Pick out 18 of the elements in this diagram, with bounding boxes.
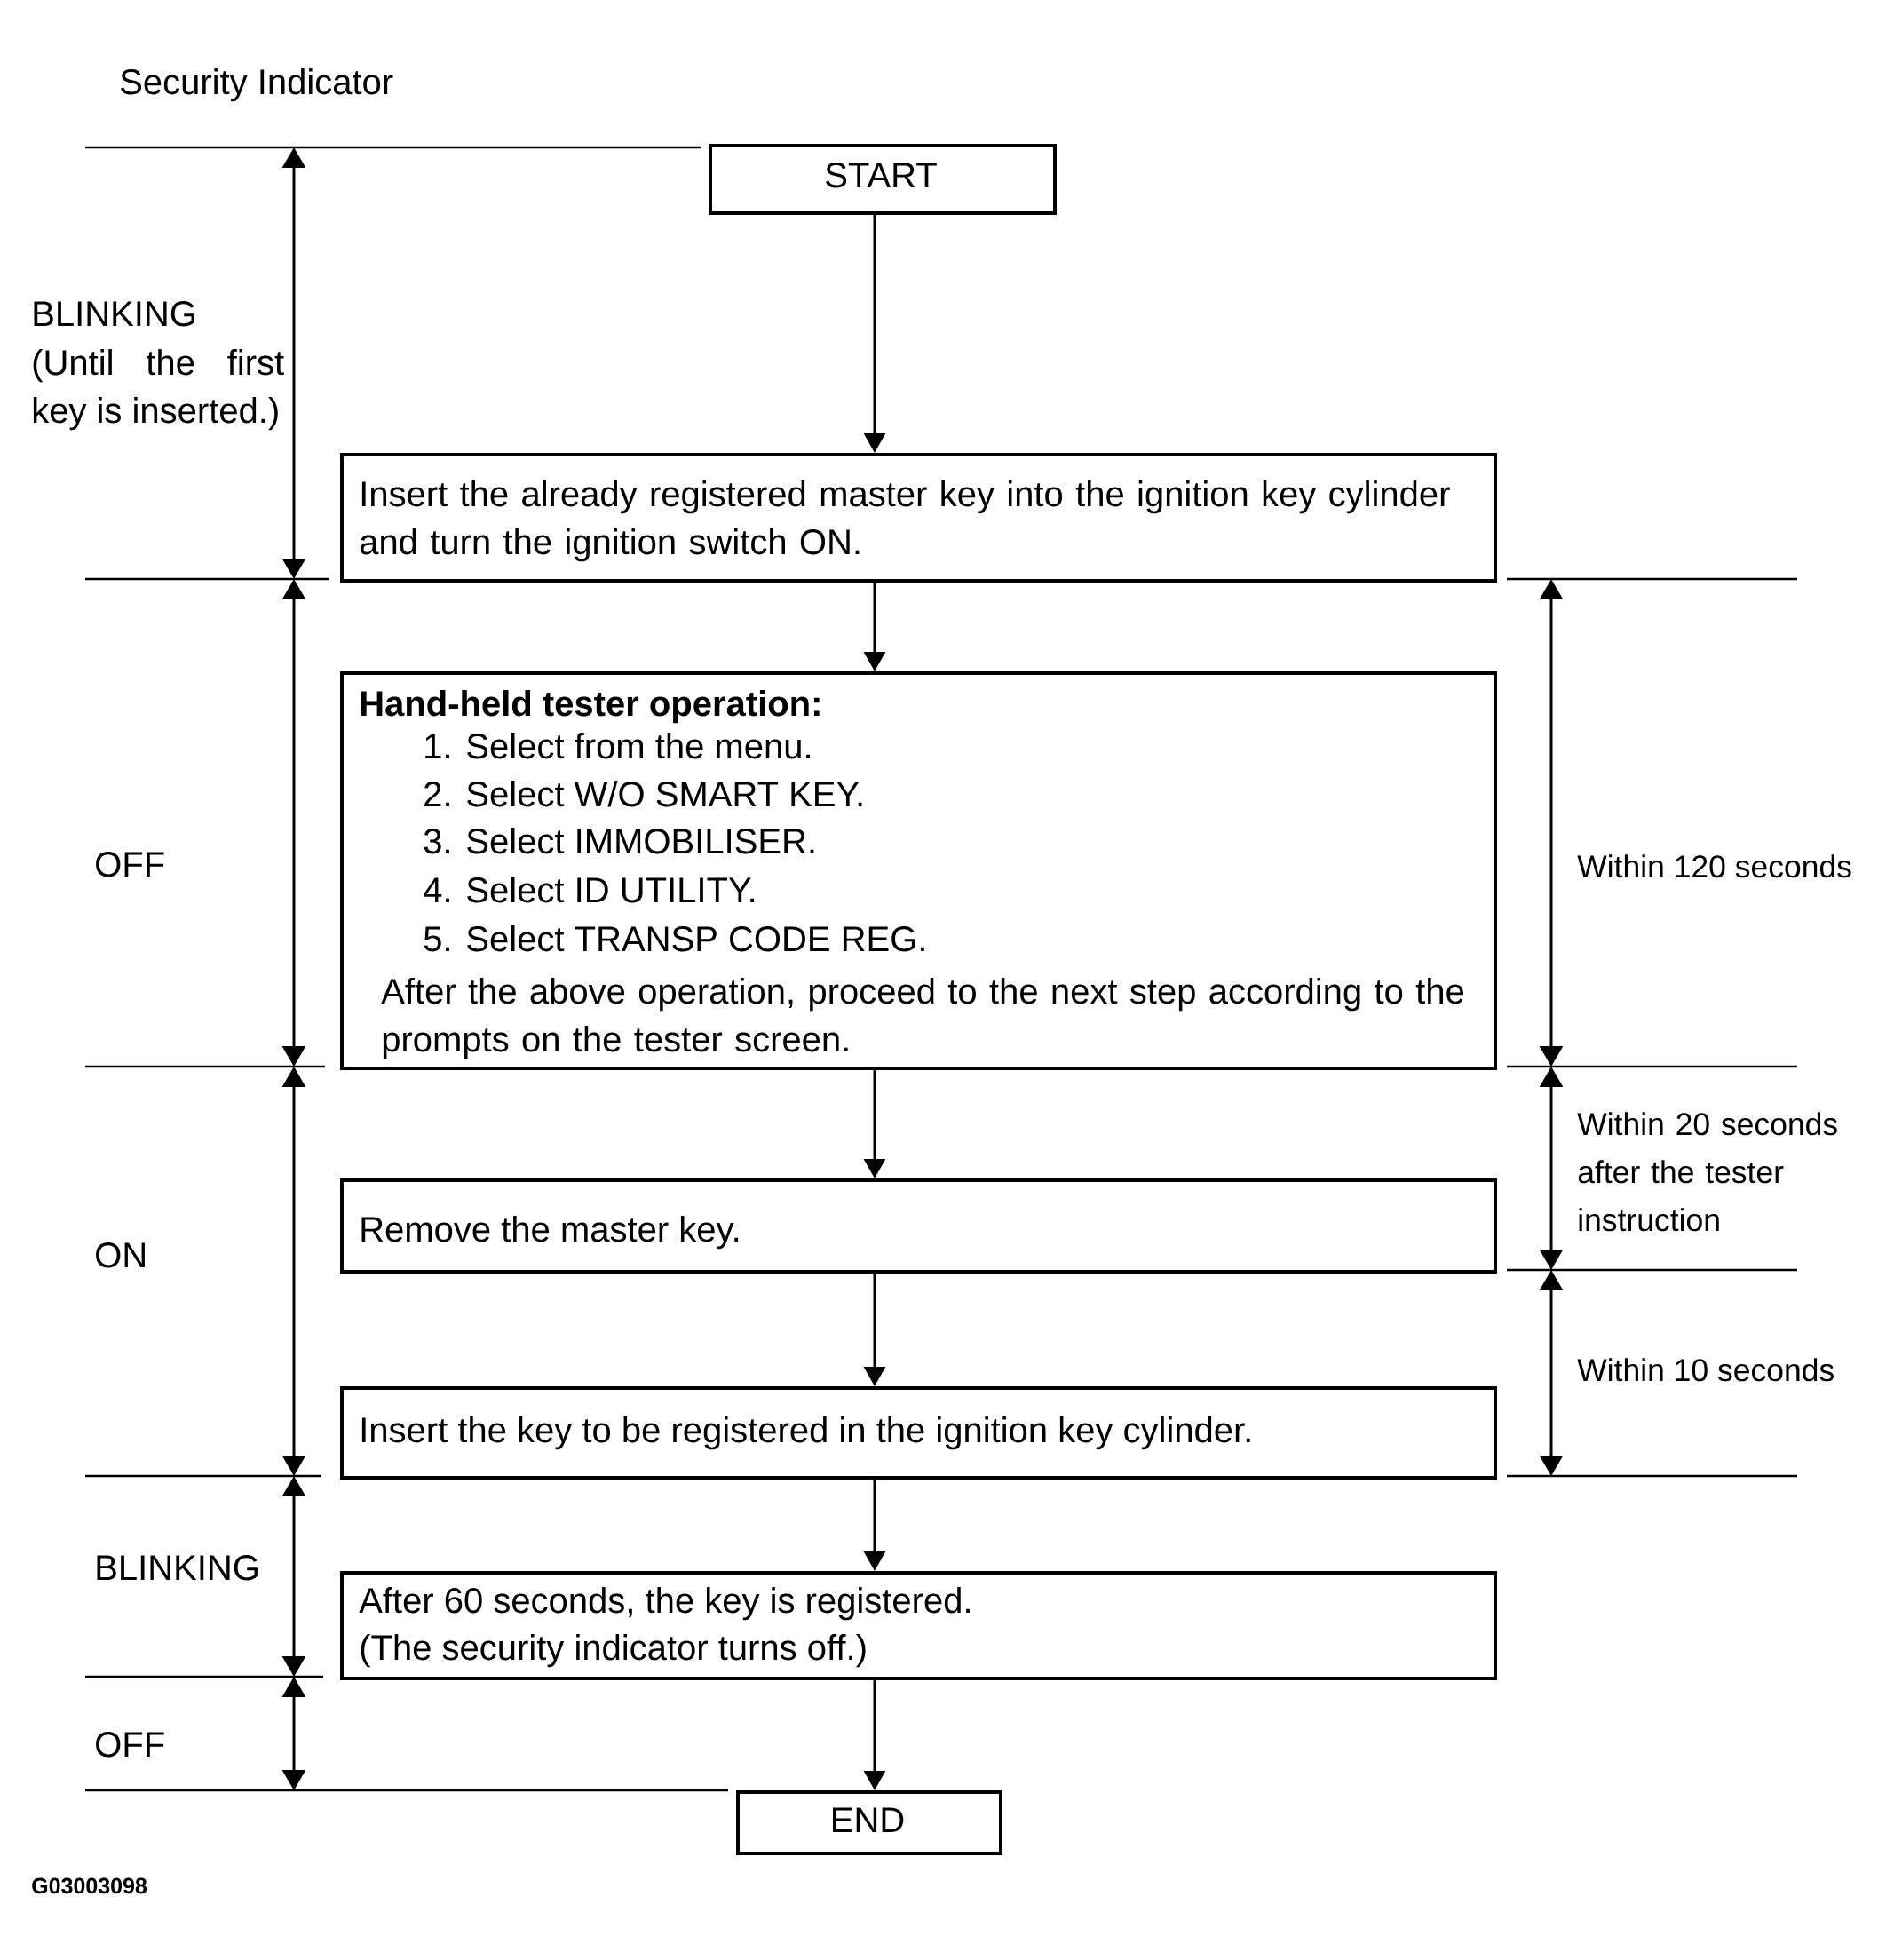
state-label: OFF <box>96 852 164 877</box>
state-label: OFF <box>96 1732 164 1758</box>
process-box: Hand-held tester operation: 1. Select from the menu. 2. Select W/O SMART KEY. 3. Select IMMOBILISER. 4. Select ID UTILITY. 5. Select TRANSP CODE REG. After the above operation, proceed to the next step according to the prompts on the tester screen. <box>340 671 1497 1070</box>
process-box: After 60 seconds, the key is registered. (The security indicator turns off.) <box>340 1571 1497 1680</box>
state-label: BLINKING <box>97 1555 258 1581</box>
process-box: Remove the master key. <box>340 1178 1497 1274</box>
duration-label: Within 10 seconds <box>1577 1358 1834 1382</box>
duration-label: Within 20 seconds after the tester instruction <box>1577 1112 1837 1232</box>
figure-number: G03003098 <box>32 1877 147 1894</box>
state-note: (Until the first key is inserted.) <box>33 349 284 431</box>
end-box: END <box>736 1790 1002 1855</box>
start-box: START <box>709 144 1057 215</box>
process-box: Insert the key to be registered in the ignition key cylinder. <box>340 1386 1497 1480</box>
title: Security Indicator <box>121 68 393 102</box>
process-box: Insert the already registered master key into the ignition key cylinder and turn the ignition switch ON. <box>340 453 1497 583</box>
state-label: BLINKING <box>34 301 194 327</box>
duration-label: Within 120 seconds <box>1577 854 1851 878</box>
state-label: ON <box>96 1242 145 1268</box>
